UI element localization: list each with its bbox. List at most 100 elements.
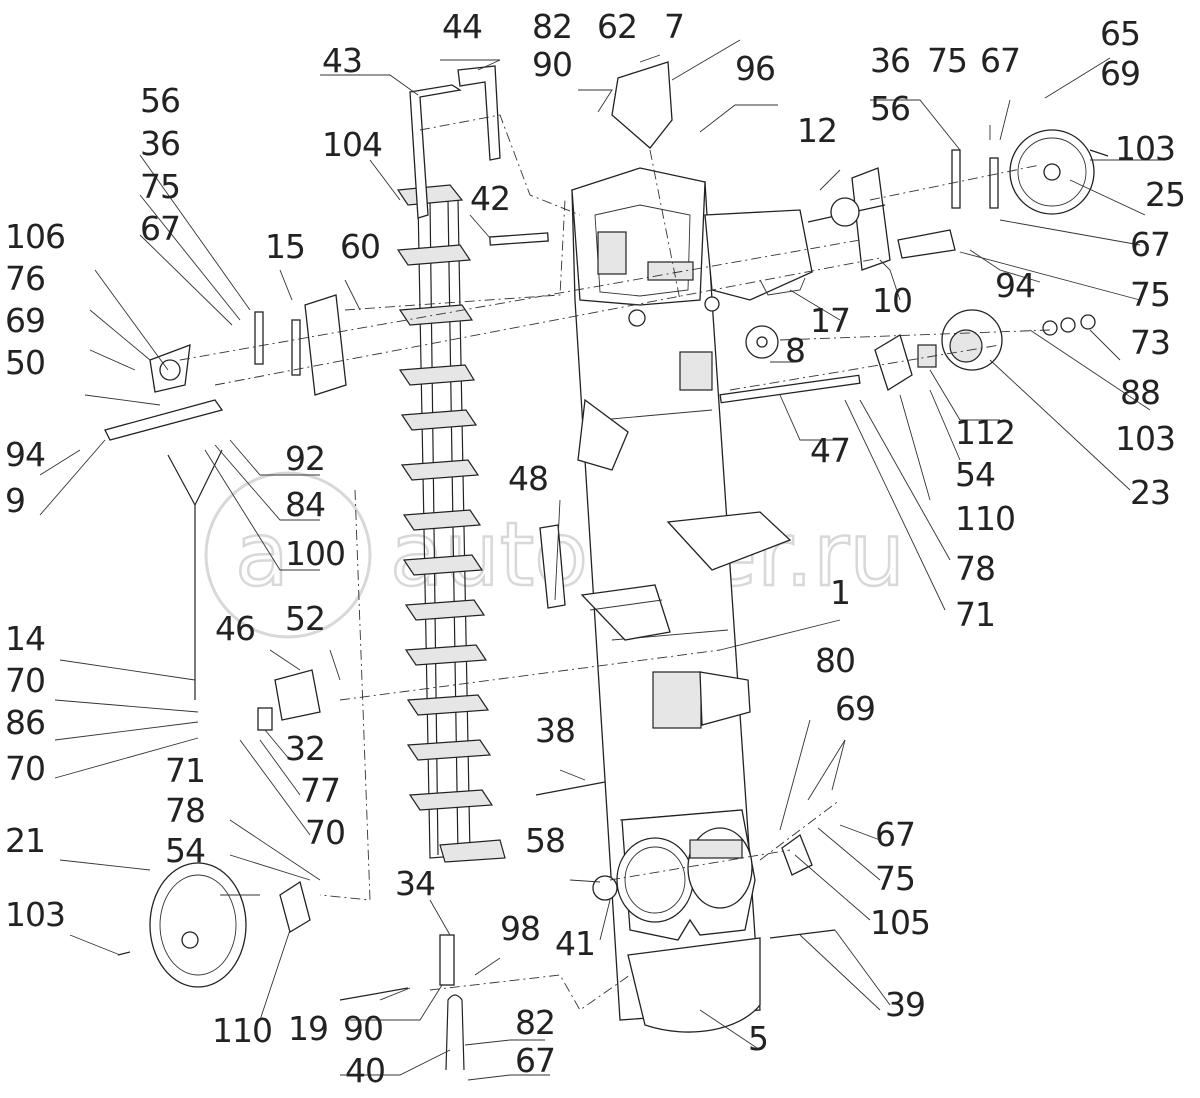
label-105: 105 — [870, 903, 930, 942]
label-38: 38 — [535, 711, 575, 750]
label-82: 82 — [515, 1003, 555, 1042]
hub-23 — [941, 309, 1003, 371]
conveyor-chain — [396, 184, 506, 863]
plate-36 — [951, 149, 961, 209]
label-86: 86 — [5, 703, 45, 742]
label-110: 110 — [955, 499, 1015, 538]
label-1: 1 — [830, 573, 850, 612]
label-78: 78 — [955, 549, 995, 588]
label-96: 96 — [735, 49, 775, 88]
label-9: 9 — [5, 481, 25, 520]
bearing-105 — [781, 833, 813, 876]
label-88: 88 — [1120, 373, 1160, 412]
label-36: 36 — [140, 124, 180, 163]
label-46: 46 — [215, 609, 255, 648]
label-54: 54 — [165, 831, 205, 870]
rod-39 — [769, 929, 836, 939]
plate-15 — [304, 294, 347, 396]
label-40: 40 — [345, 1051, 385, 1090]
label-21: 21 — [5, 821, 45, 860]
label-70: 70 — [305, 813, 345, 852]
watermark-logo: a — [204, 471, 372, 639]
assembly-centerlines — [179, 114, 1051, 1011]
label-69: 69 — [5, 301, 45, 340]
label-65: 65 — [1100, 14, 1140, 53]
label-7: 7 — [664, 7, 684, 46]
rod-19 — [339, 987, 409, 1001]
sprocket-25 — [1009, 129, 1095, 215]
label-75: 75 — [1130, 275, 1170, 314]
washers-88-73 — [1042, 314, 1096, 336]
label-67: 67 — [980, 41, 1020, 80]
leader-lines — [39, 39, 1165, 1081]
label-94: 94 — [5, 435, 45, 474]
label-75: 75 — [927, 41, 967, 80]
label-67: 67 — [140, 209, 180, 248]
elevator-housing — [571, 167, 813, 1021]
label-103: 103 — [1115, 129, 1175, 168]
label-84: 84 — [285, 485, 325, 524]
label-90: 90 — [532, 45, 572, 84]
label-54: 54 — [955, 455, 995, 494]
label-10: 10 — [872, 281, 912, 320]
label-106: 106 — [5, 217, 65, 256]
label-62: 62 — [597, 7, 637, 46]
label-78: 78 — [165, 791, 205, 830]
yoke-14 — [167, 449, 223, 700]
plate-34 — [439, 934, 455, 986]
bearing-plate-12 — [851, 167, 891, 271]
label-94: 94 — [995, 266, 1035, 305]
label-52: 52 — [285, 599, 325, 638]
label-17: 17 — [810, 301, 850, 340]
bottom-cover — [627, 937, 761, 1033]
label-100: 100 — [285, 534, 345, 573]
label-8: 8 — [785, 331, 805, 370]
plate-75-left — [291, 319, 301, 376]
label-12: 12 — [797, 111, 837, 150]
rod-38 — [535, 781, 606, 796]
pulley-21 — [149, 862, 247, 988]
label-19: 19 — [288, 1009, 328, 1048]
flange-bearing-110-left — [279, 880, 311, 933]
plate-36-left — [254, 311, 264, 365]
label-25: 25 — [1145, 175, 1185, 214]
pin-103 — [1089, 149, 1109, 157]
rod-42 — [489, 232, 549, 246]
label-73: 73 — [1130, 323, 1170, 362]
label-70: 70 — [5, 661, 45, 700]
block-32 — [257, 707, 273, 731]
plate-46 — [274, 669, 321, 721]
label-69: 69 — [835, 689, 875, 728]
label-77: 77 — [300, 771, 340, 810]
plate-10 — [897, 229, 956, 259]
label-75: 75 — [875, 859, 915, 898]
label-39: 39 — [885, 985, 925, 1024]
label-98: 98 — [500, 909, 540, 948]
label-36: 36 — [870, 41, 910, 80]
label-48: 48 — [508, 459, 548, 498]
plate-44 — [457, 65, 501, 161]
label-56: 56 — [140, 81, 180, 120]
label-58: 58 — [525, 821, 565, 860]
label-67: 67 — [875, 815, 915, 854]
watermark-a-glyph: a — [235, 503, 289, 606]
label-76: 76 — [5, 259, 45, 298]
u-bolt-40 — [445, 994, 465, 1071]
label-43: 43 — [322, 41, 362, 80]
label-71: 71 — [165, 751, 205, 790]
label-90: 90 — [343, 1009, 383, 1048]
label-47: 47 — [810, 431, 850, 470]
label-34: 34 — [395, 864, 435, 903]
label-23: 23 — [1130, 473, 1170, 512]
label-44: 44 — [442, 7, 482, 46]
label-42: 42 — [470, 179, 510, 218]
label-69: 69 — [1100, 54, 1140, 93]
plate-75 — [989, 157, 999, 209]
part-labels: 43 44 82 62 7 90 96 65 69 36 75 67 103 5… — [5, 7, 1186, 1090]
label-104: 104 — [322, 125, 382, 164]
label-71: 71 — [955, 595, 995, 634]
label-75: 75 — [140, 167, 180, 206]
label-110: 110 — [212, 1011, 272, 1050]
label-56: 56 — [870, 89, 910, 128]
